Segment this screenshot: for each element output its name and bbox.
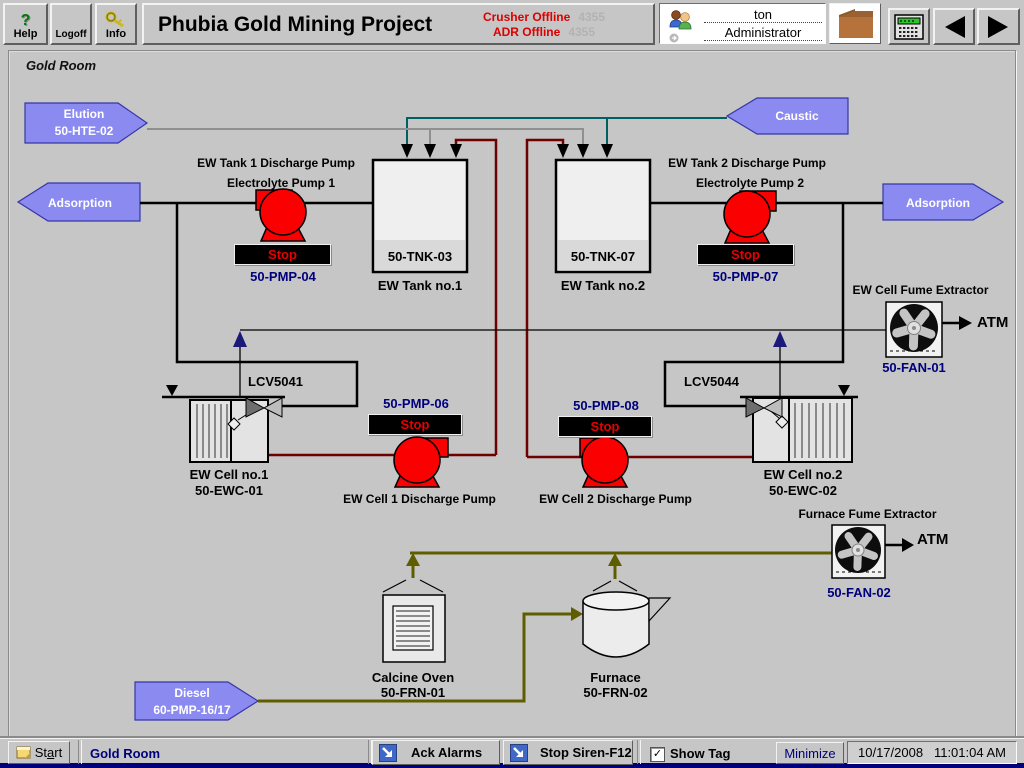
logoff-label: Logoff xyxy=(55,29,87,40)
users-icon xyxy=(666,8,696,34)
tank2-name: EW Tank no.2 xyxy=(560,278,646,293)
alarm-1-ghost: 4355 xyxy=(578,10,606,24)
start-icon xyxy=(16,746,31,759)
pump1-title: EW Tank 1 Discharge Pump xyxy=(197,156,355,170)
help-label: Help xyxy=(13,28,38,40)
alarm-line-1: Crusher Offline 4355 xyxy=(444,10,644,25)
check-icon: ✓ xyxy=(652,748,663,760)
user-badge-icon xyxy=(669,33,679,43)
pump1-subtitle: Electrolyte Pump 1 xyxy=(226,176,336,190)
pump6-name: EW Cell 1 Discharge Pump xyxy=(343,492,496,506)
pump2-tag: 50-PMP-07 xyxy=(712,269,779,284)
show-tag-label[interactable]: Show Tag xyxy=(670,746,731,761)
calculator-button[interactable] xyxy=(888,8,930,45)
logoff-button[interactable]: Logoff xyxy=(50,3,92,45)
fan1-tag: 50-FAN-01 xyxy=(882,360,946,375)
atm1-label: ATM xyxy=(977,314,1009,331)
oven-name: Calcine Oven xyxy=(371,670,455,685)
furnace-tag: 50-FRN-02 xyxy=(583,685,648,700)
bottom-separator-2 xyxy=(368,740,372,764)
folder-icon xyxy=(835,7,877,41)
adsorption-left-label: Adsorption xyxy=(48,196,112,210)
pump6-stop-button[interactable]: Stop xyxy=(368,414,462,435)
ack-alarms-button[interactable]: Ack Alarms xyxy=(372,740,500,765)
pump1-stop-button[interactable]: Stop xyxy=(234,244,331,265)
diesel-line2: 60-PMP-16/17 xyxy=(153,703,231,717)
user-role: Administrator xyxy=(704,25,822,41)
tank2-tag: 50-TNK-07 xyxy=(570,249,636,264)
alarm-2-text: ADR Offline xyxy=(492,25,561,39)
pump2-title: EW Tank 2 Discharge Pump xyxy=(668,156,826,170)
fan2-tag: 50-FAN-02 xyxy=(827,585,891,600)
pump8-tag: 50-PMP-08 xyxy=(573,398,639,413)
minimize-label: Minimize xyxy=(784,745,836,761)
user-name: ton xyxy=(704,7,822,23)
elution-banner-label: Elution 50-HTE-02 xyxy=(28,106,140,140)
bottom-separator-1 xyxy=(78,740,82,764)
elution-line1: Elution xyxy=(63,107,105,121)
cell1-name: EW Cell no.1 xyxy=(189,467,269,482)
pump1-tag: 50-PMP-04 xyxy=(250,269,316,284)
date-label: 10/17/2008 xyxy=(858,745,924,760)
prev-page-button[interactable] xyxy=(933,8,975,45)
arrow-right-icon xyxy=(986,15,1012,39)
pump8-stop-button[interactable]: Stop xyxy=(558,416,652,437)
cell2-name: EW Cell no.2 xyxy=(763,467,843,482)
bottom-navy-edge xyxy=(0,763,1024,768)
page-title: Phubia Gold Mining Project xyxy=(158,13,433,36)
start-button[interactable]: Start xyxy=(8,741,70,764)
ack-alarms-icon xyxy=(379,743,397,762)
tank1-tag: 50-TNK-03 xyxy=(387,249,453,264)
help-icon: ? xyxy=(20,12,31,29)
furnace-name: Furnace xyxy=(590,670,641,685)
pump8-name: EW Cell 2 Discharge Pump xyxy=(539,492,692,506)
atm2-label: ATM xyxy=(917,531,949,548)
alarm-2-ghost: 4355 xyxy=(568,25,596,39)
diesel-line1: Diesel xyxy=(174,686,210,700)
alarm-1-text: Crusher Offline xyxy=(482,10,571,24)
alarm-banner: Crusher Offline 4355 ADR Offline 4355 xyxy=(444,10,644,40)
arrow-left-icon xyxy=(941,15,967,39)
stop-siren-icon xyxy=(510,743,528,762)
datetime-panel: 10/17/2008 11:01:04 AM xyxy=(847,741,1017,764)
diesel-banner-label: Diesel 60-PMP-16/17 xyxy=(138,685,246,719)
pump2-subtitle: Electrolyte Pump 2 xyxy=(695,176,805,190)
stop-siren-label: Stop Siren-F12 xyxy=(540,745,632,760)
lcv5044-label: LCV5044 xyxy=(684,374,739,389)
caustic-label: Caustic xyxy=(775,109,819,123)
tank1-name: EW Tank no.1 xyxy=(377,278,463,293)
lcv5041-label: LCV5041 xyxy=(248,374,303,389)
diagram-area xyxy=(8,50,1016,739)
info-button[interactable]: Info xyxy=(95,3,137,45)
current-page-label: Gold Room xyxy=(90,746,161,761)
title-panel: Phubia Gold Mining Project Crusher Offli… xyxy=(142,3,655,45)
show-tag-checkbox[interactable]: ✓ xyxy=(650,747,665,762)
fan1-title: EW Cell Fume Extractor xyxy=(852,283,989,297)
minimize-button[interactable]: Minimize xyxy=(776,742,844,764)
help-button[interactable]: ? Help xyxy=(3,3,48,45)
time-label: 11:01:04 AM xyxy=(933,745,1006,760)
oven-tag: 50-FRN-01 xyxy=(380,685,446,700)
cell1-tag: 50-EWC-01 xyxy=(195,483,263,498)
cell2-tag: 50-EWC-02 xyxy=(769,483,837,498)
alarm-line-2: ADR Offline 4355 xyxy=(444,25,644,40)
key-icon xyxy=(105,11,127,28)
room-title: Gold Room xyxy=(26,58,97,73)
adsorption-right-label: Adsorption xyxy=(906,196,970,210)
ack-alarms-label: Ack Alarms xyxy=(411,745,483,760)
pump2-stop-button[interactable]: Stop xyxy=(697,244,794,265)
pump6-tag: 50-PMP-06 xyxy=(383,396,449,411)
fan2-title: Furnace Fume Extractor xyxy=(798,507,937,521)
calculator-icon xyxy=(894,13,924,40)
stop-siren-button[interactable]: Stop Siren-F12 xyxy=(503,740,633,765)
elution-line2: 50-HTE-02 xyxy=(54,124,114,138)
folder-button[interactable] xyxy=(829,3,881,44)
info-label: Info xyxy=(105,28,127,40)
user-panel[interactable]: ton Administrator xyxy=(659,3,826,44)
start-label: Start xyxy=(34,745,63,760)
bottom-separator-3 xyxy=(637,740,641,764)
next-page-button[interactable] xyxy=(977,8,1020,45)
